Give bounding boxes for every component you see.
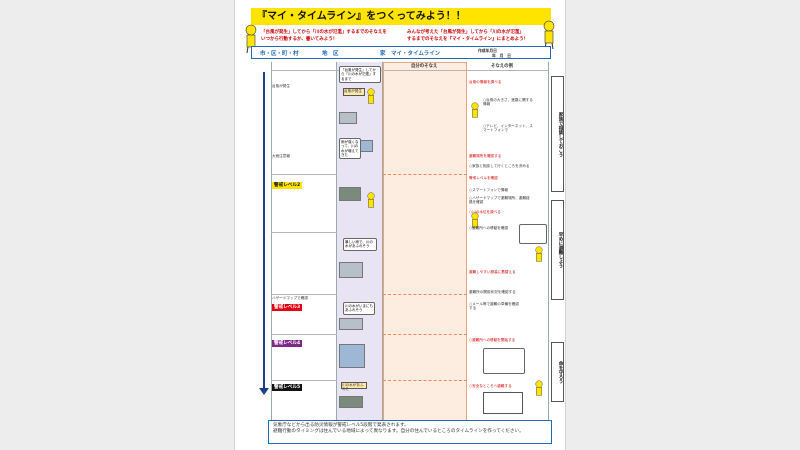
hazard-map-label: ハザードマップで確認	[272, 296, 308, 300]
alert-level-4-tag: 警戒レベル4	[272, 340, 302, 347]
mascot-icon	[469, 102, 481, 122]
example-item: ○スマートフォンで情報	[469, 188, 533, 192]
example-item: 台風の情報を調べる	[469, 80, 501, 84]
header-city: 市・区・町・村	[260, 49, 299, 57]
example-item: 避難場所を確認する	[469, 154, 501, 158]
prep-divider	[383, 334, 467, 335]
situation-bubble: 「台風が発生」してから「川の水が氾濫」するまで	[339, 66, 381, 83]
side-banner: 命を守ろう	[551, 342, 564, 402]
example-item: ○メール等で避難の準備を確認する	[469, 302, 519, 311]
event-label: 台風が発生	[272, 84, 290, 88]
situation-photo	[339, 262, 363, 278]
time-arrow	[263, 72, 265, 390]
intro-right: みんなが考えた「台風が発生」してから「川の水が氾濫」 するまでのそなえを『マイ・…	[407, 29, 543, 43]
own-prep-column	[383, 62, 467, 422]
header-date-value: 年 月 日	[492, 53, 511, 59]
timeline-grid: 自分のそなえ そなえの例 台風が発生 大雨注意報 警戒レベル2 ハザードマップで…	[251, 62, 566, 422]
side-banner: 早めに避難しよう	[551, 200, 564, 300]
page-title: 『マイ・タイムライン』をつくってみよう！！	[251, 8, 551, 25]
example-item: ○避難所への移動を開始する	[469, 338, 529, 342]
example-item: ○テレビ、インターネット、スマートフォンで	[483, 124, 533, 133]
situation-photo	[339, 344, 365, 368]
own-prep-header: 自分のそなえ	[411, 64, 437, 69]
mascot-icon	[533, 380, 545, 400]
bottom-note: 気象庁などから出る防災情報が警戒レベル5段階で発表されます。 避難行動のタイミン…	[268, 420, 552, 444]
row-divider	[271, 232, 337, 233]
example-item: ○避難所への移動を確認	[469, 226, 515, 230]
example-item: ○安全なところへ避難する	[469, 384, 512, 388]
time-arrow-head	[259, 388, 269, 395]
alert-level-3-tag: 警戒レベル3	[272, 304, 302, 311]
row-divider	[271, 334, 337, 335]
situation-photo	[339, 187, 361, 201]
alert-level-5-tag: 警戒レベル5	[272, 384, 302, 391]
header-home: 家 マイ・タイムライン	[380, 49, 440, 57]
situation-bubble: 川の水がいまにもあふれそう	[343, 302, 375, 315]
alert-level-2-tag: 警戒レベル2	[272, 182, 302, 189]
situation-photo	[339, 112, 357, 124]
situation-label: 川の水があふれた	[341, 382, 367, 389]
example-item: ○家族と相談して行くところを決める	[469, 164, 533, 168]
situation-label: 台風が発生	[343, 88, 365, 96]
prep-divider	[383, 174, 467, 175]
mascot-icon	[533, 246, 545, 266]
example-table	[483, 392, 523, 414]
situation-photo	[339, 318, 363, 330]
prep-divider	[383, 294, 467, 295]
example-item: ○台風の大きさ、進路に関する情報	[483, 98, 533, 107]
situation-photo	[359, 140, 373, 152]
example-item: ○ハザードマップで避難場所、避難経路を確認	[469, 196, 533, 205]
mascot-icon	[365, 88, 377, 108]
example-header: そなえの例	[491, 64, 513, 69]
situation-bubble: 暴しい雨で、川の水があふれそう	[343, 238, 377, 251]
example-item: 避難しやすい服装に着替える	[469, 270, 516, 274]
event-label: 大雨注意報	[272, 154, 290, 158]
example-note-box	[519, 224, 547, 244]
side-banner: 家族で相談しておこう	[551, 76, 564, 192]
alert-level-column	[271, 62, 337, 422]
time-axis-column	[251, 62, 261, 422]
worksheet-page: 『マイ・タイムライン』をつくってみよう！！ 「台風が発生」してから「川の水が氾濫…	[234, 0, 566, 450]
row-divider	[271, 380, 337, 381]
situation-photo	[339, 396, 363, 408]
example-note-box	[483, 348, 525, 374]
prep-divider	[383, 380, 467, 381]
header-district: 地 区	[322, 49, 339, 57]
intro-left: 「台風が発生」してから「川の水が氾濫」するまでのそなえを いつから行動するか、書…	[261, 29, 401, 43]
header-row: 市・区・町・村 地 区 家 マイ・タイムライン 作成年月日 年 月 日	[251, 46, 551, 59]
example-item: 避難所の開設状況を確認する	[469, 290, 516, 294]
row-divider	[271, 174, 337, 175]
mascot-icon	[365, 192, 377, 212]
situation-bubble: 雨が強くなって、川の水が増えてきた	[339, 138, 361, 159]
example-item: ○川の水位を調べる	[469, 210, 501, 214]
row-divider	[271, 70, 549, 71]
example-item: 警戒レベルを確認	[469, 176, 498, 180]
row-divider	[271, 294, 337, 295]
